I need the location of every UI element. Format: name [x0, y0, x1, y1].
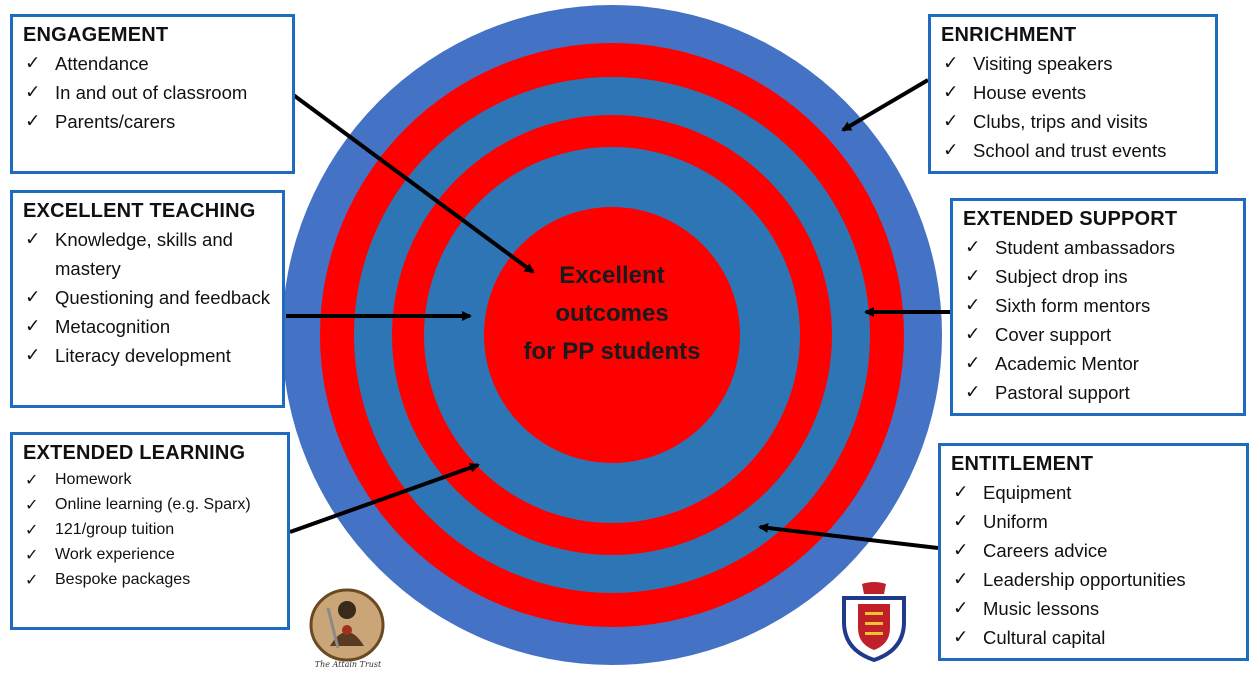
trust-caption: The Attain Trust	[314, 660, 382, 669]
list-item: Parents/carers	[23, 107, 284, 136]
list-item: In and out of classroom	[23, 78, 284, 107]
arrow-entitlement	[758, 522, 939, 550]
list-item: School and trust events	[941, 136, 1207, 165]
center-line-2: outcomes	[555, 300, 668, 327]
school-crest-icon	[842, 582, 906, 662]
list-item: Questioning and feedback	[23, 283, 274, 312]
list-item: Online learning (e.g. Sparx)	[23, 492, 279, 517]
arrow-engagement	[290, 92, 535, 274]
support-title: EXTENDED SUPPORT	[963, 208, 1178, 230]
arrow-learning	[289, 462, 480, 534]
list-item: Pastoral support	[963, 378, 1235, 407]
list-item: Uniform	[951, 507, 1238, 536]
center-line-1: Excellent	[559, 262, 664, 289]
entitlement-box: ENTITLEMENT Equipment Uniform Careers ad…	[938, 443, 1249, 661]
list-item: Academic Mentor	[963, 349, 1235, 378]
list-item: Homework	[23, 467, 279, 492]
list-item: Bespoke packages	[23, 567, 279, 592]
teaching-box: EXCELLENT TEACHING Knowledge, skills and…	[10, 190, 285, 408]
list-item: Attendance	[23, 49, 284, 78]
ring-center-red	[484, 207, 740, 463]
enrichment-title: ENRICHMENT	[941, 24, 1077, 46]
list-item: Metacognition	[23, 312, 274, 341]
list-item: Student ambassadors	[963, 233, 1235, 262]
engagement-title: ENGAGEMENT	[23, 24, 169, 46]
list-item: Literacy development	[23, 341, 274, 370]
list-item: Careers advice	[951, 536, 1238, 565]
learning-title: EXTENDED LEARNING	[23, 442, 246, 464]
list-item: Leadership opportunities	[951, 565, 1238, 594]
learning-box: EXTENDED LEARNING Homework Online learni…	[10, 432, 290, 630]
list-item: Sixth form mentors	[963, 291, 1235, 320]
list-item: Visiting speakers	[941, 49, 1207, 78]
list-item: House events	[941, 78, 1207, 107]
list-item: Cover support	[963, 320, 1235, 349]
list-item: Music lessons	[951, 594, 1238, 623]
arrow-enrichment	[841, 78, 930, 132]
list-item: Clubs, trips and visits	[941, 107, 1207, 136]
list-item: Equipment	[951, 478, 1238, 507]
list-item: Knowledge, skills and mastery	[23, 225, 274, 283]
engagement-box: ENGAGEMENT Attendance In and out of clas…	[10, 14, 295, 174]
center-line-3: for PP students	[524, 338, 701, 365]
entitlement-title: ENTITLEMENT	[951, 453, 1094, 475]
teaching-title: EXCELLENT TEACHING	[23, 200, 256, 222]
list-item: Subject drop ins	[963, 262, 1235, 291]
list-item: Work experience	[23, 542, 279, 567]
list-item: 121/group tuition	[23, 517, 279, 542]
support-box: EXTENDED SUPPORT Student ambassadors Sub…	[950, 198, 1246, 416]
list-item: Cultural capital	[951, 623, 1238, 652]
knight-portrait-icon	[309, 588, 385, 662]
enrichment-box: ENRICHMENT Visiting speakers House event…	[928, 14, 1218, 174]
